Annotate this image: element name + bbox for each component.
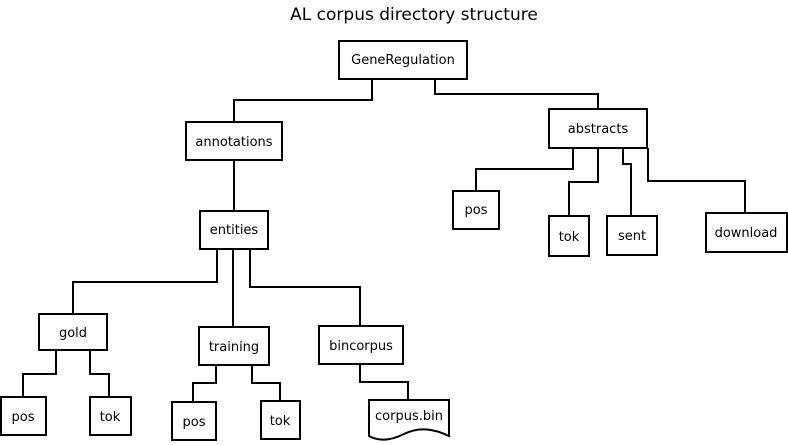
node-label: entities <box>210 223 259 238</box>
node-label: corpus.bin <box>375 409 443 424</box>
node-label: annotations <box>195 135 272 150</box>
connector-entities-gold <box>72 249 218 314</box>
connector-abstracts-download <box>647 148 746 213</box>
connectors <box>22 79 746 402</box>
document-shape <box>368 399 450 441</box>
node-label: tok <box>559 230 580 245</box>
connector-gold-pos <box>22 350 57 397</box>
node-abstracts-sent: sent <box>606 215 658 256</box>
node-gold-tok: tok <box>89 396 132 436</box>
node-label: sent <box>618 229 646 244</box>
connector-abstracts-pos <box>475 148 574 191</box>
diagram-title: AL corpus directory structure <box>290 5 538 25</box>
node-label: training <box>209 340 259 355</box>
node-label: pos <box>183 415 206 430</box>
node-label: GeneRegulation <box>351 53 455 68</box>
node-gold-pos: pos <box>0 396 47 436</box>
node-abstracts-pos: pos <box>452 190 500 230</box>
node-training: training <box>198 326 270 366</box>
connector-abstracts-sent <box>622 148 632 216</box>
node-label: bincorpus <box>329 339 393 354</box>
connector-gold-tok <box>89 350 110 397</box>
connector-entities-bincorpus <box>249 249 361 326</box>
node-label: download <box>715 226 778 241</box>
node-label: pos <box>465 203 488 218</box>
connector-bincorpus-corpusbin <box>359 364 409 400</box>
node-label: tok <box>270 414 291 429</box>
node-generegulation: GeneRegulation <box>338 40 468 80</box>
connector-root-annotations <box>233 79 373 122</box>
node-annotations: annotations <box>185 121 283 161</box>
node-abstracts-download: download <box>705 212 788 253</box>
connector-abstracts-tok <box>568 148 599 216</box>
connector-training-pos <box>192 365 217 402</box>
node-bincorpus: bincorpus <box>318 325 404 365</box>
node-label: gold <box>59 326 87 341</box>
node-label: tok <box>100 410 121 425</box>
node-label: abstracts <box>568 122 629 137</box>
connector-root-abstracts <box>434 79 599 109</box>
connector-training-tok <box>251 365 281 401</box>
node-entities: entities <box>199 210 269 250</box>
node-training-pos: pos <box>171 401 217 441</box>
node-training-tok: tok <box>260 400 301 440</box>
node-abstracts: abstracts <box>548 108 648 149</box>
node-label: pos <box>12 410 35 425</box>
node-corpus-bin-document: corpus.bin <box>368 399 450 441</box>
node-abstracts-tok: tok <box>548 215 590 257</box>
node-gold: gold <box>38 313 108 351</box>
